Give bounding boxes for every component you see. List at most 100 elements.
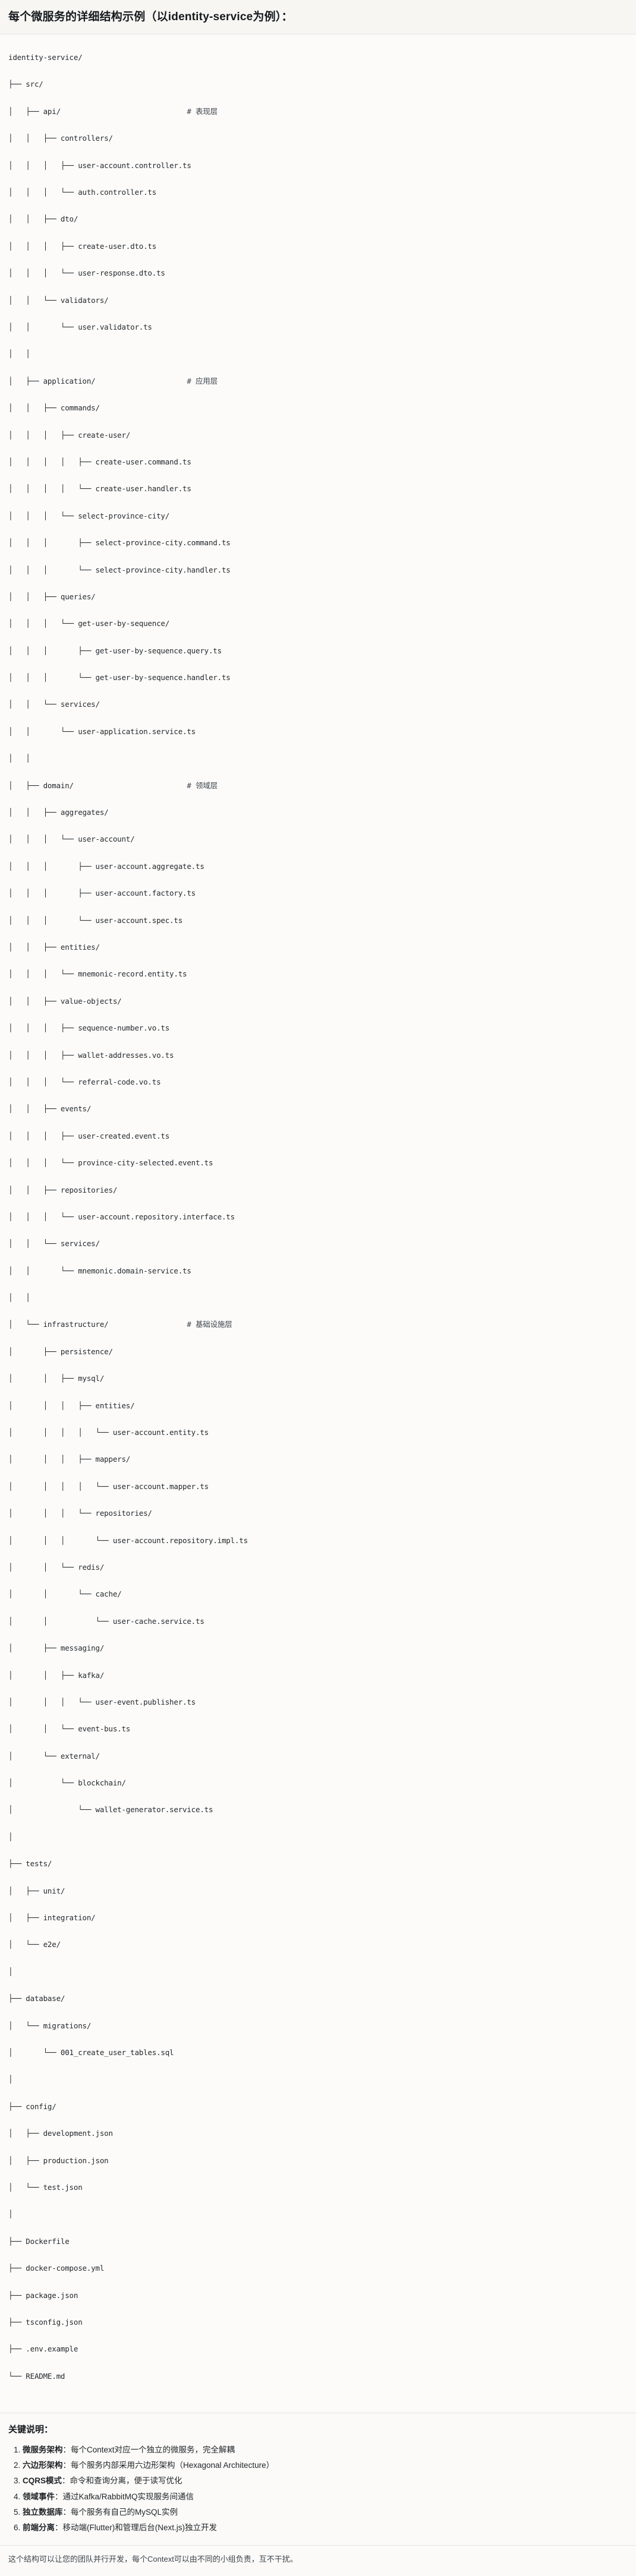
tree-line: │ │ │ ├── user-account.aggregate.ts xyxy=(8,860,628,874)
tree-line-text: │ │ └── services/ xyxy=(8,1239,100,1249)
tree-line-text: │ ├── api/ xyxy=(8,106,61,116)
tree-line-text: │ │ │ └── select-province-city.handler.t… xyxy=(8,565,231,574)
tree-line: │ │ │ └── user-account.repository.impl.t… xyxy=(8,1534,628,1548)
tree-line-text: │ │ │ └── mnemonic-record.entity.ts xyxy=(8,969,187,979)
key-notes-title: 关键说明： xyxy=(8,2424,53,2435)
directory-tree-block: identity-service/ ├── src/ │ ├── api/ # … xyxy=(0,34,636,2410)
tree-line: │ │ ├── queries/ xyxy=(8,590,628,604)
tree-line-comment: # 基础设施层 xyxy=(108,1320,232,1329)
tree-line: │ │ │ ├── select-province-city.command.t… xyxy=(8,536,628,550)
tree-line-text: │ └── wallet-generator.service.ts xyxy=(8,1805,213,1815)
key-note-label: CQRS模式 xyxy=(23,2476,62,2486)
tree-line: │ │ ├── mysql/ xyxy=(8,1372,628,1386)
tree-line-text: │ │ ├── entities/ xyxy=(8,942,100,952)
tree-line-text: │ │ ├── controllers/ xyxy=(8,134,113,143)
tree-line-text: │ │ │ ├── mappers/ xyxy=(8,1455,131,1464)
key-note-item: 前端分离：移动端(Flutter)和管理后台(Next.js)独立开发 xyxy=(23,2520,628,2536)
tree-line-text: │ │ ├── mysql/ xyxy=(8,1374,105,1383)
tree-line-text: ├── package.json xyxy=(8,2290,78,2300)
key-note-text: ：命令和查询分离，便于读写优化 xyxy=(62,2476,182,2486)
tree-line-text: │ └── test.json xyxy=(8,2182,83,2192)
tree-line: │ ├── development.json xyxy=(8,2127,628,2141)
tree-line: │ │ └── validators/ xyxy=(8,294,628,308)
tree-line-text: │ │ │ ├── wallet-addresses.vo.ts xyxy=(8,1050,174,1060)
tree-line: │ │ ├── events/ xyxy=(8,1102,628,1116)
tree-line-text: │ │ └── event-bus.ts xyxy=(8,1724,131,1734)
key-note-text: ：通过Kafka/RabbitMQ实现服务间通信 xyxy=(55,2492,194,2501)
tree-line-text: identity-service/ xyxy=(8,53,83,62)
tree-line: │ │ │ ├── create-user.dto.ts xyxy=(8,240,628,254)
key-note-item: 微服务架构：每个Context对应一个独立的微服务，完全解耦 xyxy=(23,2442,628,2458)
tree-line-text: │ │ │ └── select-province-city/ xyxy=(8,511,170,520)
tree-line: │ │ │ ├── wallet-addresses.vo.ts xyxy=(8,1049,628,1063)
tree-line: │ ├── persistence/ xyxy=(8,1345,628,1359)
tree-line: │ │ │ │ └── user-account.entity.ts xyxy=(8,1426,628,1440)
tree-line-text: ├── docker-compose.yml xyxy=(8,2264,105,2273)
key-note-text: ：每个服务内部采用六边形架构（Hexagonal Architecture） xyxy=(62,2460,275,2470)
tree-line-text: │ └── 001_create_user_tables.sql xyxy=(8,2048,174,2057)
tree-line: │ │ └── mnemonic.domain-service.ts xyxy=(8,1265,628,1278)
tree-line-text: │ │ │ └── user-account.spec.ts xyxy=(8,915,183,925)
tree-line: │ │ │ ├── user-account.controller.ts xyxy=(8,159,628,173)
tree-line: │ └── migrations/ xyxy=(8,2019,628,2033)
tree-line-text: │ xyxy=(8,1832,13,1841)
key-note-text: ：移动端(Flutter)和管理后台(Next.js)独立开发 xyxy=(55,2523,217,2533)
tree-line-text: ├── config/ xyxy=(8,2101,56,2111)
tree-line-text: │ │ │ └── get-user-by-sequence/ xyxy=(8,619,170,628)
tree-line: │ │ │ └── get-user-by-sequence/ xyxy=(8,617,628,631)
tree-line: │ ├── application/ # 应用层 xyxy=(8,375,628,388)
tree-line: │ │ ├── repositories/ xyxy=(8,1184,628,1197)
tree-line-text: │ │ │ │ └── create-user.handler.ts xyxy=(8,484,191,494)
tree-line-text: ├── tsconfig.json xyxy=(8,2317,83,2327)
tree-line: ├── tests/ xyxy=(8,1857,628,1871)
tree-line: │ │ └── event-bus.ts xyxy=(8,1722,628,1736)
tree-line: │ └── infrastructure/ # 基础设施层 xyxy=(8,1318,628,1332)
tree-line-text: │ ├── development.json xyxy=(8,2129,113,2138)
tree-line: │ │ ├── value-objects/ xyxy=(8,995,628,1009)
tree-line: │ └── e2e/ xyxy=(8,1938,628,1952)
key-notes-list: 微服务架构：每个Context对应一个独立的微服务，完全解耦六边形架构：每个服务… xyxy=(8,2442,628,2536)
tree-line: │ ├── messaging/ xyxy=(8,1642,628,1655)
tree-line-text: │ └── external/ xyxy=(8,1751,100,1760)
tree-line: ├── database/ xyxy=(8,1992,628,2006)
key-notes-section: 关键说明： 微服务架构：每个Context对应一个独立的微服务，完全解耦六边形架… xyxy=(0,2413,636,2540)
tree-line-text: │ │ └── user-cache.service.ts xyxy=(8,1616,204,1626)
tree-line-text: │ │ ├── events/ xyxy=(8,1104,92,1114)
tree-line: │ │ │ └── auth.controller.ts xyxy=(8,186,628,200)
tree-line-text: ├── database/ xyxy=(8,1994,65,2003)
tree-line-text: │ │ │ │ ├── create-user.command.ts xyxy=(8,457,191,466)
tree-line: │ ├── api/ # 表现层 xyxy=(8,105,628,119)
document-header: 每个微服务的详细结构示例（以identity-service为例）： xyxy=(0,0,636,34)
tree-line: │ │ │ └── user-account.spec.ts xyxy=(8,914,628,928)
tree-line: │ xyxy=(8,2208,628,2221)
tree-line: │ ├── production.json xyxy=(8,2154,628,2168)
tree-line: ├── docker-compose.yml xyxy=(8,2262,628,2275)
tree-line-text: │ ├── messaging/ xyxy=(8,1643,105,1653)
tree-line: ├── package.json xyxy=(8,2289,628,2303)
tree-line: │ │ │ └── select-province-city.handler.t… xyxy=(8,564,628,577)
tree-line: │ │ ├── dto/ xyxy=(8,213,628,226)
tree-line: │ │ │ ├── create-user/ xyxy=(8,429,628,442)
tree-line-text: │ └── e2e/ xyxy=(8,1940,61,1949)
tree-line-text: │ │ │ ├── create-user.dto.ts xyxy=(8,241,157,251)
tree-line: │ │ │ └── user-response.dto.ts xyxy=(8,267,628,280)
tree-line: │ └── test.json xyxy=(8,2181,628,2195)
tree-line-comment: # 表现层 xyxy=(60,106,218,116)
tree-line: │ │ │ └── user-account.repository.interf… xyxy=(8,1210,628,1224)
tree-line: │ │ └── user.validator.ts xyxy=(8,321,628,334)
tree-line-text: │ │ │ └── user-account/ xyxy=(8,835,135,844)
key-note-text: ：每个Context对应一个独立的微服务，完全解耦 xyxy=(62,2445,235,2454)
tree-line-text: ├── .env.example xyxy=(8,2344,78,2354)
tree-line-text: │ └── blockchain/ xyxy=(8,1778,126,1788)
tree-line: │ │ ├── kafka/ xyxy=(8,1669,628,1683)
tree-line-text: │ │ │ │ └── user-account.entity.ts xyxy=(8,1428,209,1437)
tree-line: │ │ │ └── user-account/ xyxy=(8,833,628,846)
tree-line-text: │ ├── domain/ xyxy=(8,780,74,790)
tree-line: │ │ └── user-cache.service.ts xyxy=(8,1615,628,1629)
tree-line-text: │ │ │ ├── user-account.aggregate.ts xyxy=(8,861,204,871)
tree-line: ├── src/ xyxy=(8,78,628,91)
key-note-label: 前端分离 xyxy=(23,2523,55,2533)
key-note-item: 独立数据库：每个服务有自己的MySQL实例 xyxy=(23,2505,628,2520)
tree-line-text: │ └── migrations/ xyxy=(8,2021,92,2030)
